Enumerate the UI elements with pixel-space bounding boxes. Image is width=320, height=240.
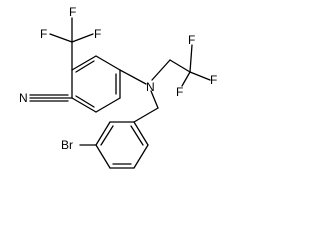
- bond: [100, 125, 114, 146]
- atom-label-fluorine: F: [40, 27, 47, 41]
- bond: [133, 121, 149, 146]
- structure-diagram: F F F N N F F F Br: [19, 5, 217, 169]
- atom-label-fluorine: F: [69, 5, 76, 19]
- bond: [75, 60, 95, 73]
- bond: [95, 121, 111, 146]
- bond: [119, 69, 147, 85]
- bond: [130, 125, 144, 146]
- bond: [71, 55, 97, 71]
- atom-label-amine-nitrogen: N: [146, 80, 155, 94]
- bond: [169, 59, 191, 73]
- atom-label-fluorine: F: [188, 33, 195, 47]
- bond: [150, 90, 159, 109]
- atom-label-fluorine: F: [210, 73, 217, 87]
- bond: [95, 97, 121, 113]
- bonds: [29, 17, 211, 169]
- bond: [71, 97, 97, 113]
- atom-labels: F F F N N F F F Br: [19, 5, 217, 152]
- bond: [189, 44, 193, 73]
- bond: [71, 33, 94, 43]
- atom-label-fluorine: F: [94, 27, 101, 41]
- bond: [133, 107, 159, 123]
- bond: [95, 144, 111, 169]
- atom-label-nitrile-nitrogen: N: [19, 91, 28, 105]
- bond: [133, 144, 149, 169]
- atom-label-fluorine: F: [176, 85, 183, 99]
- bond: [181, 71, 191, 87]
- bond: [95, 55, 121, 71]
- bond: [75, 95, 95, 108]
- bond: [49, 33, 73, 43]
- bond: [189, 71, 211, 81]
- bond: [151, 59, 171, 81]
- atom-label-bromine: Br: [61, 138, 73, 152]
